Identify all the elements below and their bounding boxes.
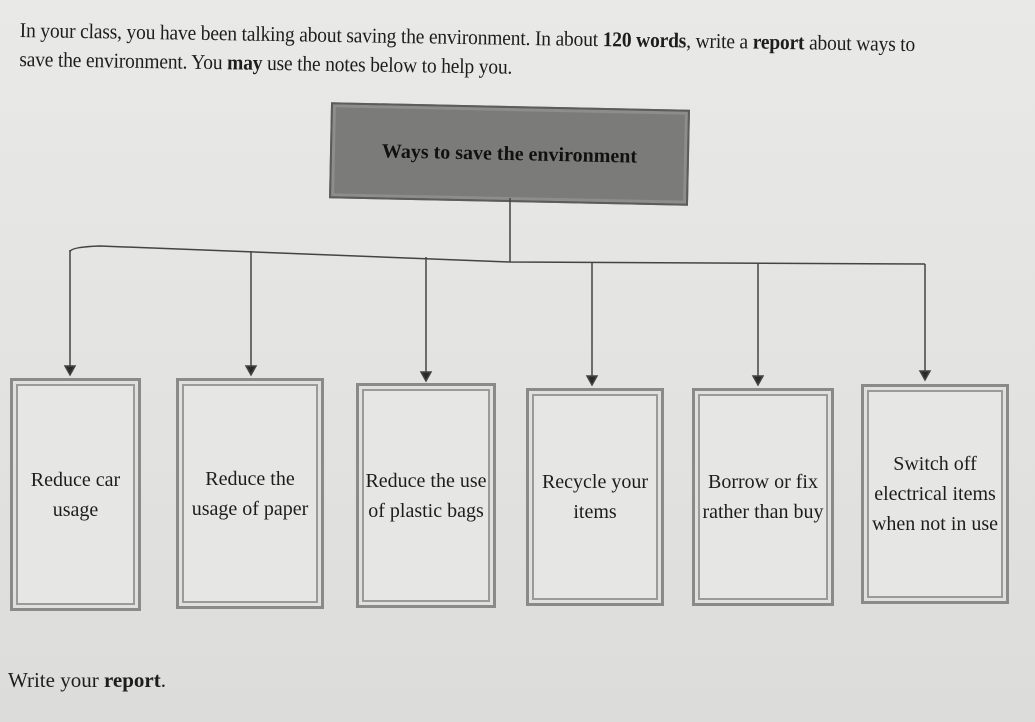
arrow-head (918, 370, 932, 382)
prompt-text: Write your (8, 668, 104, 692)
arrow-head (63, 365, 77, 377)
arrow-head (585, 375, 599, 387)
note-box: Switch off electrical items when not in … (861, 384, 1009, 604)
task-prompt: Write your report. (8, 668, 166, 693)
branch-line (69, 245, 926, 265)
arrow-head (751, 375, 765, 387)
prompt-emphasis: report (103, 668, 161, 692)
arrow-head (419, 371, 433, 383)
prompt-text: . (160, 668, 166, 692)
arrow-head (244, 365, 258, 377)
note-box: Reduce the use of plastic bags (356, 383, 496, 608)
note-box: Reduce car usage (10, 378, 141, 611)
note-box: Recycle your items (526, 388, 664, 606)
note-box: Reduce the usage of paper (176, 378, 324, 609)
note-box: Borrow or fix rather than buy (692, 388, 834, 606)
